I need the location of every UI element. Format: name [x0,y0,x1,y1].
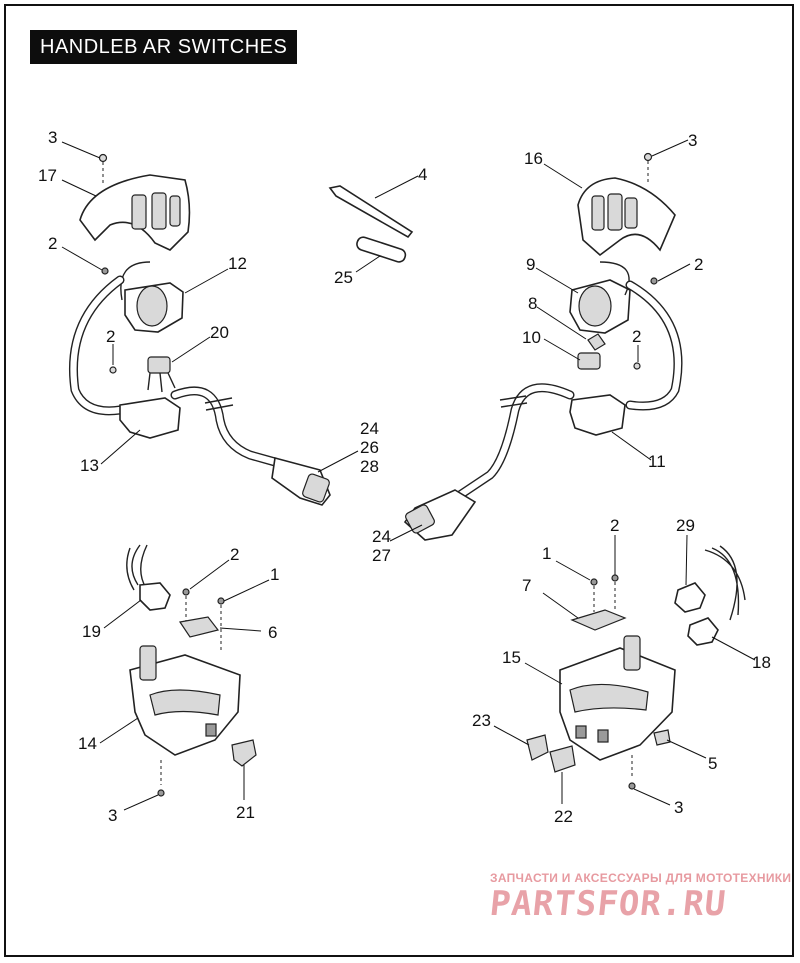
callout-bottom-left-6: 6 [268,623,277,642]
callout-left-20: 20 [210,323,229,342]
sleeve [356,236,407,263]
callout-bottom-right-1: 1 [542,544,551,563]
right-lower-switch [569,394,626,436]
callout-bottom-right-29: 29 [676,516,695,535]
callout-bottom-left-21: 21 [236,803,255,822]
callout-bottom-right-23: 23 [472,711,491,730]
callout-bottom-right-18: 18 [752,653,771,672]
callout-right-2b: 2 [632,327,641,346]
left-small-screw-bottom [109,366,117,374]
callout-bottom-right-5: 5 [708,754,717,773]
callout-middle-25: 25 [334,268,353,287]
right-small-screw-top [650,277,658,285]
left-small-screw-top [101,267,109,275]
callout-24-right: 24 [372,527,391,546]
right-small-screw-bottom [633,362,641,370]
watermark-logo: PARTSFOR.RU [487,884,729,924]
cable-strap [328,185,414,239]
callout-26: 26 [360,438,379,457]
leader-lines [61,139,756,811]
callout-left-13: 13 [80,456,99,475]
right-lower-wires [704,545,746,621]
callout-bottom-left-3: 3 [108,806,117,825]
left-switch-rocker [136,285,168,327]
left-cover-slot-1 [131,194,147,230]
left-cover-slot-3 [169,195,181,227]
right-switch-rocker [578,285,612,327]
left-plate-6 [178,616,220,638]
watermark-subtitle: ЗАПЧАСТИ И АКСЕССУАРЫ ДЛЯ МОТОТЕХНИКИ [490,871,792,885]
right-switch-18 [687,617,719,646]
callout-right-11: 11 [648,452,666,471]
callout-bottom-left-19: 19 [82,622,101,641]
right-housing-post [623,635,641,671]
diagram-title: HANDLEB AR SWITCHES [30,30,298,64]
callout-bottom-right-2: 2 [610,516,619,535]
callout-middle-4: 4 [418,165,427,184]
right-connector-10 [577,352,601,370]
callout-right-2a: 2 [694,255,703,274]
left-cover-slot-2 [151,192,167,230]
left-button-21 [231,739,257,767]
callout-right-8: 8 [528,294,537,313]
middle-parts [328,185,414,263]
right-button-22 [549,745,576,773]
callout-28: 28 [360,457,379,476]
right-cover-slot-1 [591,195,605,231]
right-small-part-8 [587,333,606,351]
callout-left-12: 12 [228,254,247,273]
right-plate-7 [570,609,627,631]
callout-bottom-left-1: 1 [270,565,279,584]
callout-bottom-left-2: 2 [230,545,239,564]
callout-right-10: 10 [522,328,541,347]
right-button-23 [526,734,549,761]
callout-left-2a: 2 [48,234,57,253]
callout-27: 27 [372,546,391,565]
callout-24-left: 24 [360,419,379,438]
callout-bottom-right-22: 22 [554,807,573,826]
left-switch-19 [139,582,171,611]
left-main-harness [170,386,280,467]
diagram-frame [4,4,794,957]
left-housing-post [139,645,157,681]
callout-left-3: 3 [48,128,57,147]
right-cover-screw [643,152,653,162]
callout-right-16: 16 [524,149,543,168]
callout-bottom-right-15: 15 [502,648,521,667]
right-cover-slot-2 [607,193,623,231]
right-switch-29 [674,582,706,613]
callout-left-17: 17 [38,166,57,185]
left-block-wire-loop [120,261,151,301]
callout-bottom-left-14: 14 [78,734,97,753]
right-plug-5 [653,729,671,746]
right-cover-slot-3 [624,197,638,229]
callout-left-2b: 2 [106,327,115,346]
left-cover-screw [98,153,108,163]
right-upper-switch-assembly [403,152,683,541]
callout-bottom-right-7: 7 [522,576,531,595]
left-lower-housing-assembly [126,544,257,797]
left-upper-switch-assembly [68,153,331,506]
callout-labels: 3 17 2 12 2 20 13 4 25 16 3 9 2 8 10 2 1… [38,128,771,826]
left-lower-wires [126,544,148,591]
left-connector-20 [147,356,171,374]
callout-bottom-right-3: 3 [674,798,683,817]
right-lower-housing-assembly [526,545,746,790]
callout-right-3: 3 [688,131,697,150]
left-harness-break [204,397,234,411]
left-lower-switch [119,397,181,439]
callout-right-9: 9 [526,255,535,274]
